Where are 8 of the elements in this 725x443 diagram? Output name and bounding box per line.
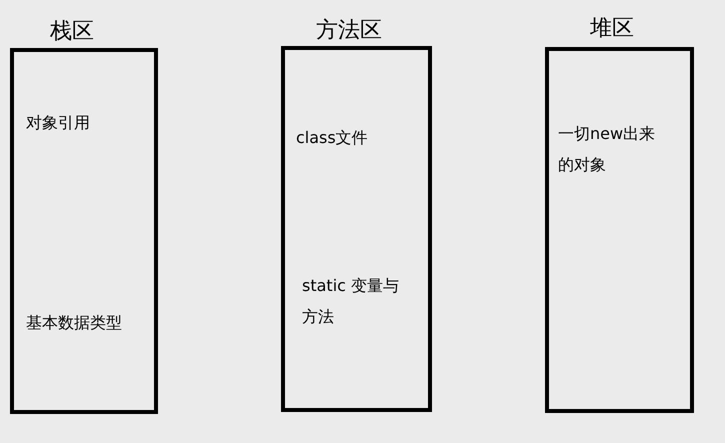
region-title: 堆区 xyxy=(590,15,634,43)
region-content-text: static 变量与方法 xyxy=(302,275,400,328)
region-content-text: 对象引用 xyxy=(26,112,91,134)
region-title: 栈区 xyxy=(50,18,94,46)
region-content-text: 基本数据类型 xyxy=(26,312,123,334)
region-content-text: 一切new出来的对象 xyxy=(558,123,656,176)
region-content-text: class文件 xyxy=(296,127,369,149)
region-title: 方法区 xyxy=(316,17,382,45)
